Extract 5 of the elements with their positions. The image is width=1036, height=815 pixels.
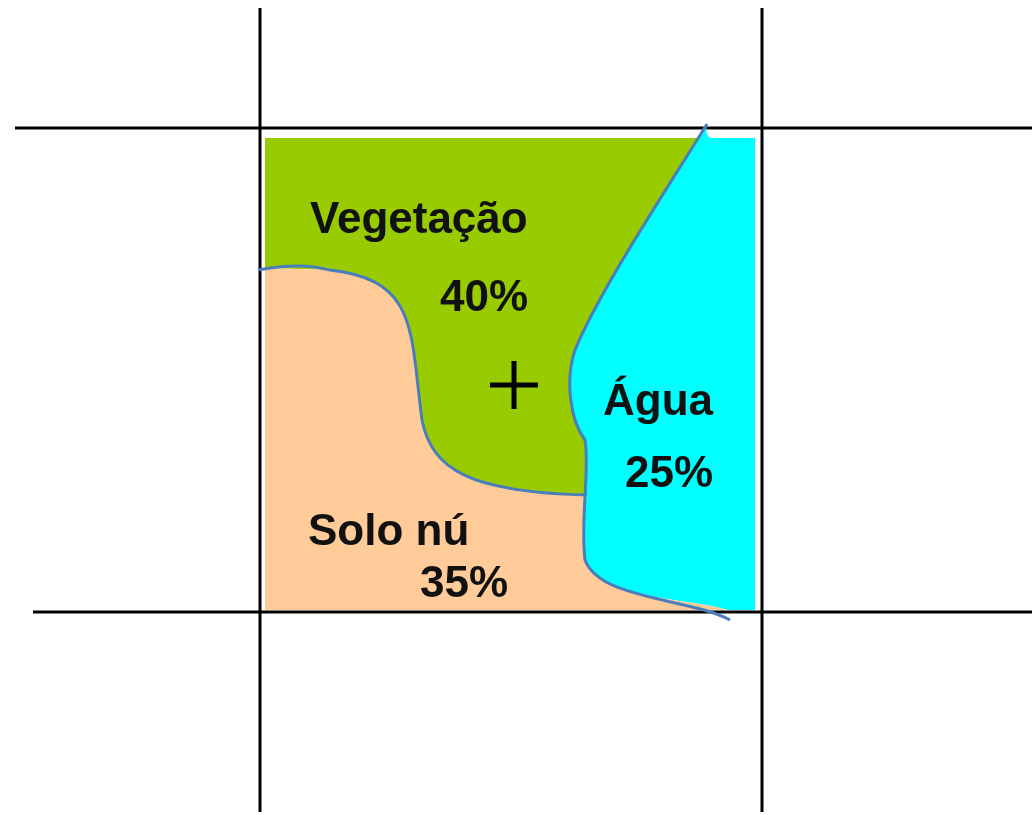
percentage-label: 40% (440, 274, 529, 318)
region-name: Solo nú (308, 508, 470, 552)
region-name: Vegetação (310, 196, 528, 240)
percentage-label: 35% (420, 560, 509, 604)
percentage-label: 25% (625, 450, 714, 494)
